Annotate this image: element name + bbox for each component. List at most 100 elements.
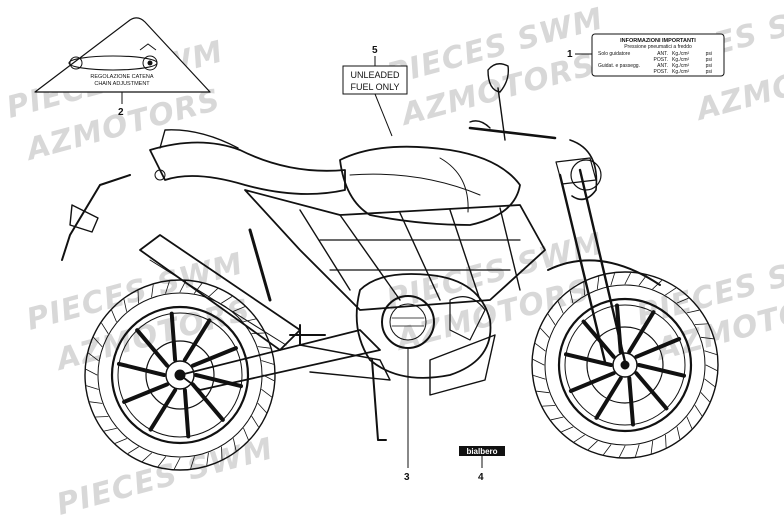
tyre-tread [540, 328, 550, 338]
tyre-tread [157, 456, 166, 467]
tyre-tread [547, 313, 556, 325]
tyre-tread [665, 287, 677, 296]
callout-3: 3 [404, 472, 410, 483]
tyre-tread [85, 369, 98, 376]
wheel-spoke [594, 376, 623, 420]
tyre-tread [194, 283, 203, 294]
tyre-tread [233, 306, 245, 312]
tyre-tread [137, 290, 139, 304]
tyre-pressure-sticker: INFORMAZIONI IMPORTANTI Pressione pneuma… [591, 33, 725, 77]
tyre-tread [588, 440, 598, 450]
tyre-label-subtitle: Pressione pneumatici a freddo [624, 44, 692, 50]
tyre-tread [550, 416, 564, 421]
tyre-tread [115, 438, 127, 444]
tyre-row-rider: Solo guidatore [598, 51, 630, 57]
tyre-tread [700, 336, 714, 340]
tyre-tread [650, 440, 654, 454]
tyre-tread [533, 375, 546, 380]
tyre-tread [261, 360, 274, 365]
tyre-tread [174, 457, 181, 470]
fuel-label-line2: FUEL ONLY [350, 82, 399, 92]
tyre-tread [676, 426, 681, 440]
tyre-tread [596, 276, 600, 290]
tyre-tread [686, 416, 693, 429]
tyre-row-psi: psi [706, 69, 712, 75]
tyre-tread [652, 280, 662, 290]
tyre-tread [686, 309, 700, 314]
fuel-sticker: UNLEADED FUEL ONLY [342, 65, 408, 95]
tyre-row-pos: ANT. [657, 63, 668, 69]
tyre-tread [561, 426, 574, 433]
tyre-tread [257, 346, 271, 349]
tyre-tread [535, 343, 546, 352]
tyre-tread [610, 273, 615, 286]
wheel-spoke [194, 373, 243, 389]
tyre-tread [190, 456, 195, 469]
wheel-spoke [117, 361, 166, 377]
arrow-icon [139, 43, 157, 51]
tyre-tread [635, 444, 640, 457]
tyre-tread [705, 364, 718, 371]
tyre-row-psi: psi [706, 63, 712, 69]
tyre-tread [573, 434, 585, 443]
tyre-tread [624, 272, 631, 285]
tyre-row-unit: Kg./cm² [672, 69, 690, 75]
wheel-spoke [190, 346, 238, 368]
tyre-tread [233, 438, 237, 451]
tyre-tread [261, 389, 272, 398]
tyre-tread [221, 296, 233, 304]
wheel-spoke [122, 382, 170, 404]
tyre-tread [165, 281, 170, 294]
tyre-tread [142, 452, 152, 462]
tyre-row-psi: psi [706, 51, 712, 57]
tyre-tread [208, 288, 218, 298]
tyre-tread [532, 359, 545, 366]
tyre-tread [603, 444, 612, 455]
wheel-spoke [182, 318, 212, 362]
tyre-tread [93, 337, 103, 347]
tyre-tread [123, 299, 127, 312]
rear-wheel [84, 279, 276, 471]
tyre-tread [257, 403, 267, 413]
tyre-tread [86, 385, 99, 390]
tyre-tread [251, 416, 259, 428]
wheel-spoke [634, 337, 682, 359]
tyre-row-rider: Guidat. e passegg. [598, 63, 640, 69]
tyre-tread [704, 350, 717, 355]
tyre-tread [700, 392, 710, 402]
tyre-tread [676, 297, 689, 304]
tyre-tread [583, 282, 585, 296]
fuel-label-line1: UNLEADED [350, 70, 400, 80]
tyre-tread [151, 284, 154, 298]
callout-1: 1 [567, 49, 573, 60]
brand-decal: bialbero [459, 446, 505, 456]
tyre-row-unit: Kg./cm² [672, 57, 690, 63]
tyre-tread [536, 390, 550, 394]
wheel-spoke [568, 371, 616, 393]
chain-adjustment-sticker: REGOLAZIONE CATENA CHAIN ADJUSTMENT [34, 17, 211, 93]
brand-decal-text: bialbero [466, 447, 497, 456]
tyre-tread [569, 290, 574, 304]
tyre-tread [665, 434, 667, 448]
watermark: PIECES SWM [53, 431, 277, 519]
tyre-row-unit: Kg./cm² [672, 63, 690, 69]
wheel-spoke [169, 311, 178, 362]
wheel-spoke [564, 352, 613, 367]
tyre-tread [542, 405, 556, 407]
tyre-tread [88, 352, 99, 361]
wheel-spoke [637, 363, 686, 378]
chain-label-line2: CHAIN ADJUSTMENT [94, 81, 150, 87]
tyre-tread [619, 445, 626, 458]
wheel-spoke [190, 382, 225, 422]
wheel-spoke [634, 371, 669, 411]
tyre-row-pos: POST. [654, 69, 668, 75]
tyre-tread [557, 301, 564, 314]
tyre-tread [206, 452, 209, 466]
tyre-tread [111, 310, 117, 322]
tyre-row-unit: Kg./cm² [672, 51, 690, 57]
tyre-row-psi: psi [706, 57, 712, 63]
callout-5: 5 [372, 45, 378, 56]
chain-label-line1: REGOLAZIONE CATENA [90, 74, 153, 80]
